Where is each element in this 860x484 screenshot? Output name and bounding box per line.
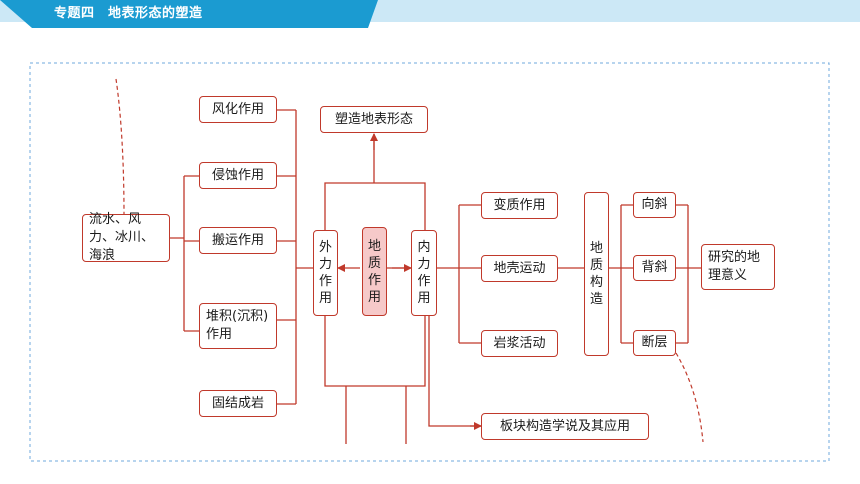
plate-tectonics-box: 板块构造学说及其应用 [481,413,649,440]
transport-box: 搬运作用 [199,227,277,254]
magmatic-activity-box: 岩浆活动 [481,330,558,357]
connector-agents-to-processes [170,175,199,332]
geologic-action-box: 地质作用 [362,227,387,316]
fault-box: 断层 [633,330,676,356]
connector-branch-vertical [458,204,481,344]
header-title: 专题四 地表形态的塑造 [54,6,203,21]
external-force-box: 外力作用 [313,230,338,316]
syncline-box: 向斜 [633,192,676,218]
erosion-box: 侵蚀作用 [199,162,277,189]
decorative-dashed-curves [115,78,704,443]
connector-top-loop [324,182,426,236]
connector-bottom-loop [324,316,426,387]
dashed-curve-bottom-right [675,352,704,443]
weathering-box: 风化作用 [199,96,277,123]
dashed-frame [29,62,830,462]
connector-internal-to-plate [428,316,481,427]
geologic-structure-box: 地质构造 [584,192,609,356]
metamorphism-box: 变质作用 [481,192,558,219]
deposition-box: 堆积(沉积)作用 [199,303,277,349]
dashed-curve-top-left [115,78,125,216]
research-significance-box: 研究的地理意义 [701,244,775,290]
consolidation-box: 固结成岩 [199,390,277,417]
arrow-lines [337,133,482,430]
header-background [0,0,860,28]
anticline-box: 背斜 [633,255,676,281]
header-tab [0,0,378,28]
header-tab-notch [32,10,56,28]
crustal-movement-box: 地壳运动 [481,255,558,282]
internal-force-box: 内力作用 [411,230,437,316]
agents-box: 流水、风力、冰川、海浪 [82,212,170,263]
shape-landform-box: 塑造地表形态 [320,106,428,133]
connector-structure-to-forms [609,204,633,344]
connector-forms-to-significance [676,204,701,344]
header-bar: 专题四 地表形态的塑造 [0,0,860,28]
